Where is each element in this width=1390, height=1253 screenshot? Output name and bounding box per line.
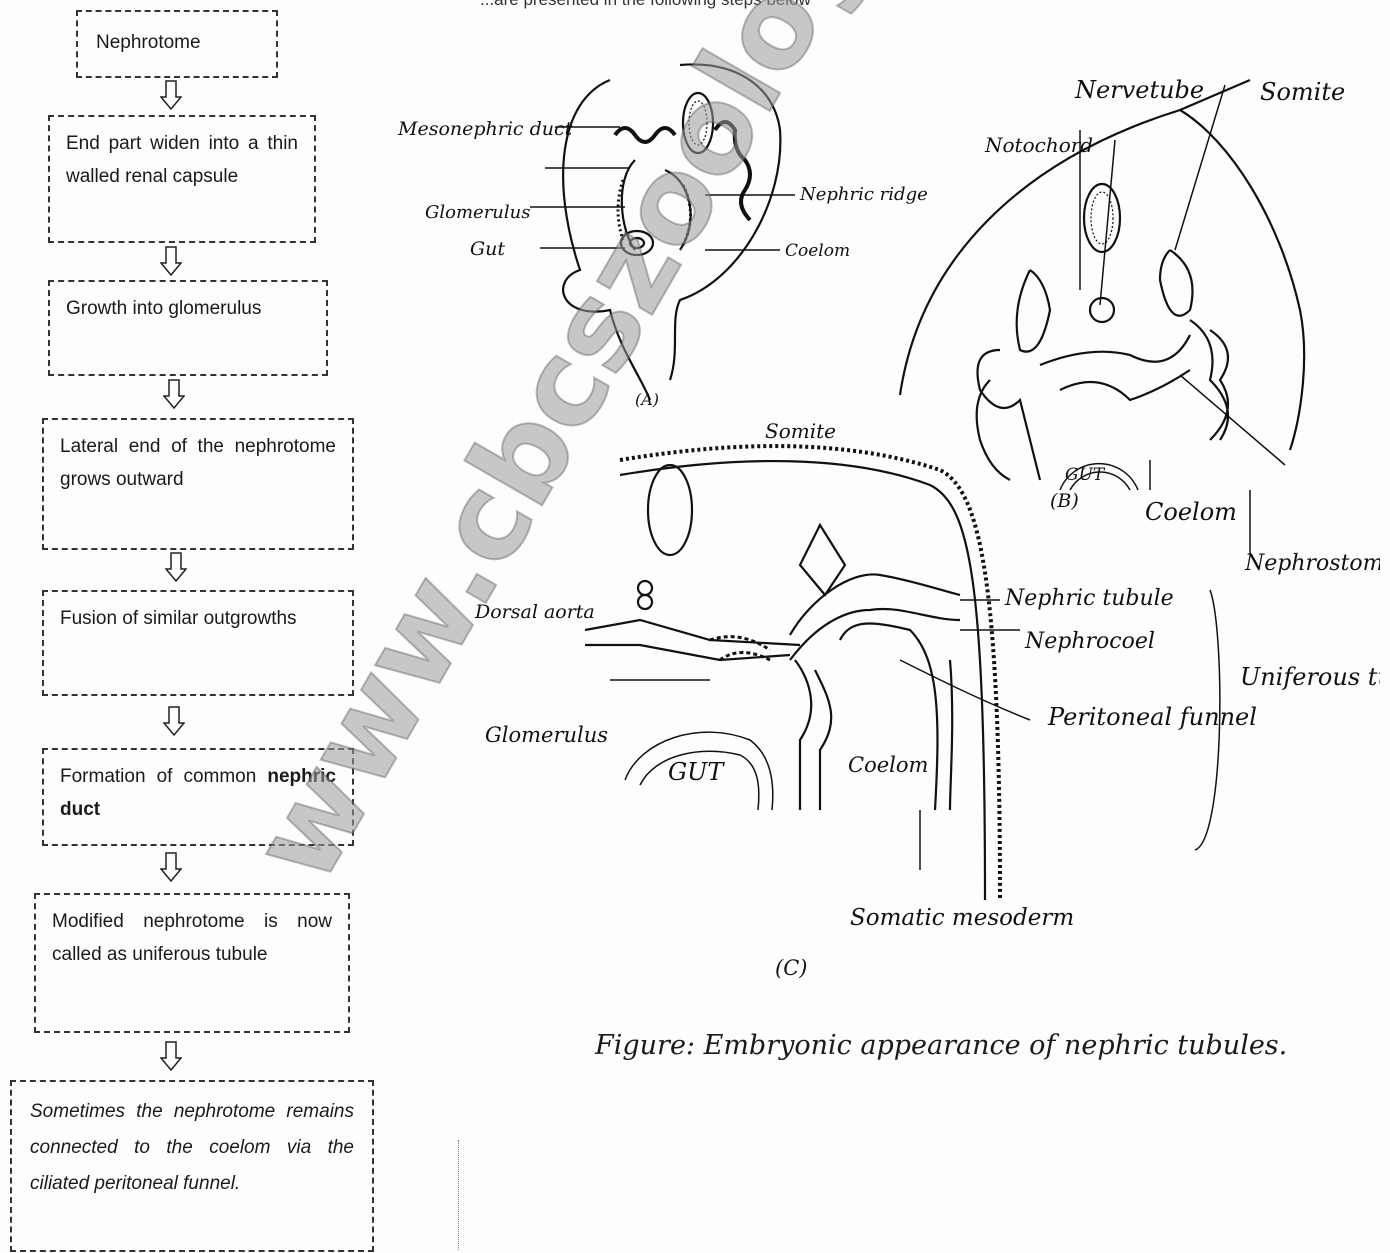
label-glomerulus-c: Glomerulus bbox=[485, 723, 608, 747]
panel-a-drawing bbox=[563, 64, 780, 400]
label-glomerulus-a: Glomerulus bbox=[425, 202, 530, 223]
label-uniferous-tubule: Uniferous tubule bbox=[1240, 663, 1380, 691]
label-gut-a: Gut bbox=[470, 238, 505, 260]
flow-step-4: Lateral end of the nephrotome grows outw… bbox=[42, 418, 354, 550]
flow-step-text: Nephrotome bbox=[96, 32, 201, 53]
label-peritoneal-funnel: Peritoneal funnel bbox=[1047, 703, 1257, 731]
flow-step-1: Nephrotome bbox=[76, 10, 278, 78]
divider bbox=[458, 1140, 459, 1250]
label-nephrostome: Nephrostome bbox=[1244, 551, 1380, 576]
flow-step-6: Formation of common nephric duct bbox=[42, 748, 354, 846]
label-gut-b: GUT bbox=[1065, 465, 1106, 485]
flow-step-text: Formation of common bbox=[60, 766, 267, 787]
down-arrow-icon bbox=[165, 552, 187, 582]
label-mesonephric-duct: Mesonephric duct bbox=[397, 118, 573, 140]
figure-caption: Figure: Embryonic appearance of nephric … bbox=[595, 1030, 1287, 1061]
label-somatic-mesoderm: Somatic mesoderm bbox=[850, 905, 1074, 931]
flow-step-text: Fusion of similar outgrowths bbox=[60, 608, 297, 629]
panel-b-label: (B) bbox=[1050, 490, 1079, 512]
truncated-heading-text: ...are presented in the following steps … bbox=[480, 0, 811, 10]
label-gut-c: GUT bbox=[668, 758, 725, 786]
label-somite-b: Somite bbox=[1260, 78, 1345, 106]
flow-step-text: Growth into glomerulus bbox=[66, 298, 261, 319]
panel-a-label: (A) bbox=[635, 390, 659, 409]
label-coelom-a: Coelom bbox=[785, 241, 850, 261]
label-notochord: Notochord bbox=[984, 133, 1093, 157]
down-arrow-icon bbox=[163, 706, 185, 736]
panel-c-label: (C) bbox=[775, 956, 807, 980]
label-nephric-ridge: Nephric ridge bbox=[799, 184, 928, 205]
label-dorsal-aorta: Dorsal aorta bbox=[474, 601, 595, 623]
flow-step-text: Modified nephrotome is now called as uni… bbox=[52, 911, 332, 965]
flow-step-8: Sometimes the nephrotome remains connect… bbox=[10, 1080, 374, 1252]
flow-step-3: Growth into glomerulus bbox=[48, 280, 328, 376]
label-nephrocoel: Nephrocoel bbox=[1024, 629, 1155, 654]
down-arrow-icon bbox=[160, 1041, 182, 1071]
flow-step-5: Fusion of similar outgrowths bbox=[42, 590, 354, 696]
down-arrow-icon bbox=[160, 80, 182, 110]
label-coelom-c: Coelom bbox=[848, 753, 928, 777]
flow-step-text: End part widen into a thin walled renal … bbox=[66, 133, 298, 187]
label-nervetube: Nervetube bbox=[1074, 76, 1204, 104]
down-arrow-icon bbox=[160, 852, 182, 882]
flow-step-text: Lateral end of the nephrotome grows outw… bbox=[60, 436, 336, 490]
down-arrow-icon bbox=[163, 379, 185, 409]
panel-c-drawing bbox=[585, 446, 1000, 900]
label-coelom-b: Coelom bbox=[1145, 498, 1237, 526]
flow-step-text: Sometimes the nephrotome remains connect… bbox=[30, 1101, 354, 1194]
label-nephric-tubule: Nephric tubule bbox=[1004, 586, 1174, 611]
flow-step-2: End part widen into a thin walled renal … bbox=[48, 115, 316, 243]
label-somite-c: Somite bbox=[765, 419, 836, 443]
flow-step-7: Modified nephrotome is now called as uni… bbox=[34, 893, 350, 1033]
nephric-tubule-diagram: Mesonephric duct Glomerulus Gut Nephric … bbox=[380, 20, 1380, 1020]
down-arrow-icon bbox=[160, 246, 182, 276]
